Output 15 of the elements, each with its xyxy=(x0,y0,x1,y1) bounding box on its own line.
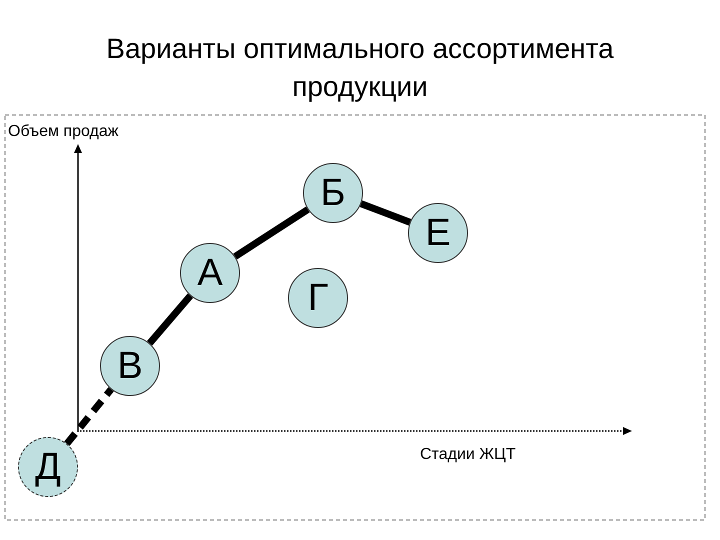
node-letter: Б xyxy=(320,173,346,213)
circle-node xyxy=(180,243,240,303)
circle-node xyxy=(100,336,160,396)
node-letter: В xyxy=(117,346,143,386)
node-letter: А xyxy=(197,253,223,293)
diagram-title: Варианты оптимального ассортимента продукции xyxy=(105,32,615,104)
connector-line xyxy=(146,293,194,346)
axis-label: Стадии ЖЦТ xyxy=(420,445,516,465)
axis-label: Объем продаж xyxy=(8,122,118,142)
node-letter: Е xyxy=(425,213,451,253)
connector-line xyxy=(233,206,310,260)
node-letter: Д xyxy=(35,447,61,487)
node-letter: Г xyxy=(308,278,328,318)
connector-line xyxy=(360,200,412,226)
dashed-connector xyxy=(64,387,114,446)
